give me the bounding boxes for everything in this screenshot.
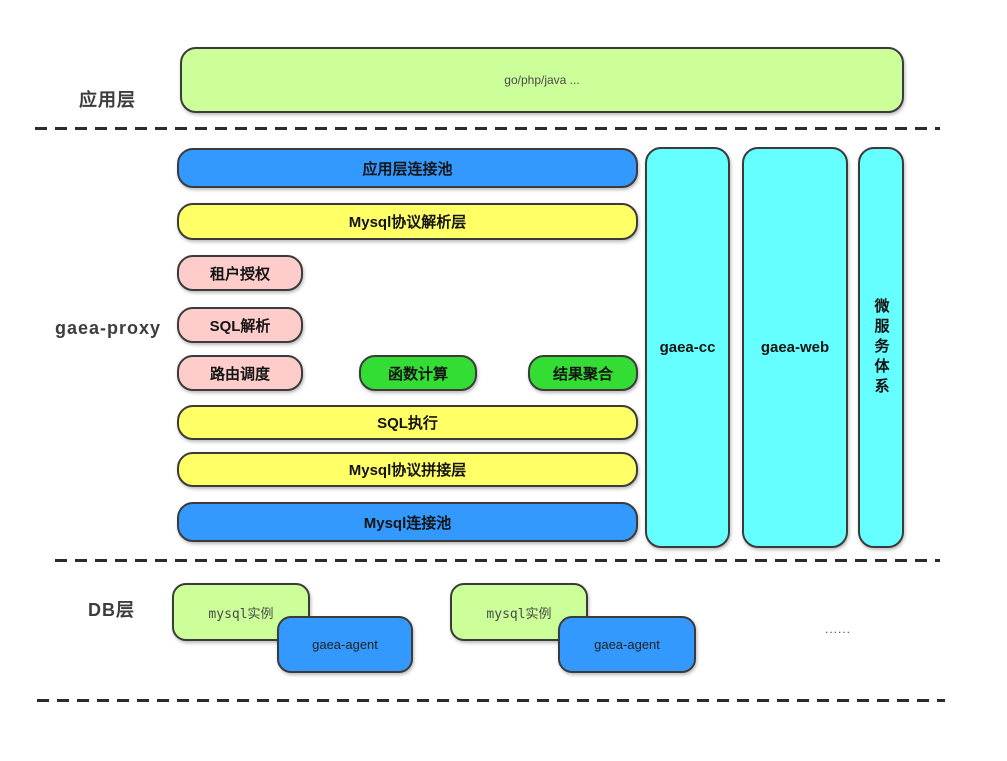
db-layer-label: DB层 [88, 600, 135, 620]
app-conn-pool-box: 应用层连接池 [177, 148, 638, 188]
sql-execute-box: SQL执行 [177, 405, 638, 440]
microservice-column: 微服务体系 [858, 147, 904, 548]
result-aggregate-box: 结果聚合 [528, 355, 638, 391]
gaea-agent-box: gaea-agent [558, 616, 696, 673]
route-dispatch-box: 路由调度 [177, 355, 303, 391]
gaea-proxy-label: gaea-proxy [55, 318, 162, 338]
app-layer-label: 应用层 [79, 90, 136, 110]
ellipsis-text: ...... [825, 622, 852, 636]
mysql-protocol-parse-box: Mysql协议解析层 [177, 203, 638, 240]
tenant-auth-box: 租户授权 [177, 255, 303, 291]
mysql-protocol-assemble-box: Mysql协议拼接层 [177, 452, 638, 487]
func-compute-box: 函数计算 [359, 355, 477, 391]
layer-divider-bottom [37, 699, 945, 702]
layer-divider-middle [55, 559, 940, 562]
gaea-cc-column: gaea-cc [645, 147, 730, 548]
layer-divider-top [35, 127, 940, 130]
gaea-web-column: gaea-web [742, 147, 848, 548]
gaea-agent-box: gaea-agent [277, 616, 413, 673]
mysql-conn-pool-box: Mysql连接池 [177, 502, 638, 542]
app-layer-box: go/php/java ... [180, 47, 904, 113]
mysql-instance-box: mysql实例 [172, 583, 310, 641]
sql-parse-box: SQL解析 [177, 307, 303, 343]
